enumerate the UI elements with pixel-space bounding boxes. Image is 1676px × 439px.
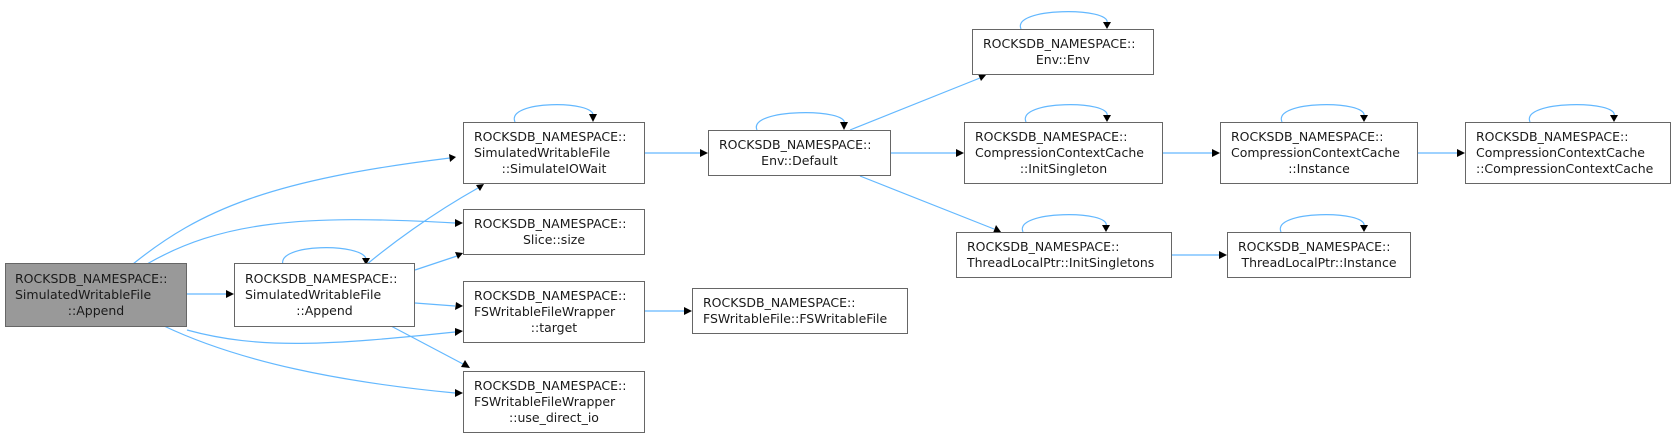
node-line: ROCKSDB_NAMESPACE::	[1231, 129, 1384, 144]
node-root-append: ROCKSDB_NAMESPACE:: SimulatedWritableFil…	[5, 263, 187, 327]
node-compressioncontextcache-instance[interactable]: ROCKSDB_NAMESPACE:: CompressionContextCa…	[1220, 122, 1418, 184]
self-loop-cc-instance	[1280, 104, 1368, 123]
edge-append-to-use-direct-io	[390, 325, 470, 368]
edge-root-to-use-direct-io	[163, 325, 463, 397]
node-env-default[interactable]: ROCKSDB_NAMESPACE:: Env::Default	[708, 130, 891, 176]
node-slice-size[interactable]: ROCKSDB_NAMESPACE:: Slice::size	[463, 209, 645, 255]
node-line: FSWritableFileWrapper	[474, 304, 616, 319]
node-line: ROCKSDB_NAMESPACE::	[719, 137, 872, 152]
node-line: SimulatedWritableFile	[15, 287, 152, 302]
node-compressioncontextcache-initsingleton[interactable]: ROCKSDB_NAMESPACE:: CompressionContextCa…	[964, 122, 1163, 184]
node-fswritablefilewrapper-target[interactable]: ROCKSDB_NAMESPACE:: FSWritableFileWrappe…	[463, 281, 645, 343]
node-line: Slice::size	[522, 232, 586, 247]
node-line: Env::Env	[1035, 52, 1091, 67]
node-line: ::target	[530, 320, 578, 335]
self-loop-tl-initsingletons	[1022, 214, 1110, 233]
node-threadlocalptr-instance[interactable]: ROCKSDB_NAMESPACE:: ThreadLocalPtr::Inst…	[1227, 232, 1411, 278]
self-loop-cc-initsingleton	[1024, 104, 1111, 123]
edge-root-to-simulate-io-wait	[132, 154, 456, 265]
edge-append-to-target	[414, 302, 463, 310]
node-line: ::InitSingleton	[1019, 161, 1108, 176]
node-line: ::Append	[296, 303, 353, 318]
self-loop-env-env	[1020, 11, 1111, 30]
node-line: ::CompressionContextCache	[1476, 161, 1654, 176]
self-loop-cc-ctor	[1529, 104, 1618, 123]
node-line: ROCKSDB_NAMESPACE::	[703, 295, 856, 310]
node-line: ROCKSDB_NAMESPACE::	[983, 36, 1136, 51]
edge-cc-initsingleton-to-cc-instance	[1163, 149, 1220, 157]
node-simulate-io-wait[interactable]: ROCKSDB_NAMESPACE:: SimulatedWritableFil…	[463, 122, 645, 184]
self-loop-env-default	[756, 112, 848, 131]
edge-env-default-to-tl-initsingletons	[859, 175, 1001, 233]
node-line: SimulatedWritableFile	[474, 145, 611, 160]
edge-root-to-append	[187, 290, 234, 298]
node-line: FSWritableFileWrapper	[474, 394, 616, 409]
node-line: ::SimulateIOWait	[501, 161, 607, 176]
edge-tl-initsingletons-to-tl-instance	[1172, 251, 1227, 259]
node-line: ROCKSDB_NAMESPACE::	[975, 129, 1128, 144]
node-line: CompressionContextCache	[1231, 145, 1400, 160]
edge-append-to-slice-size	[414, 252, 463, 271]
node-line: SimulatedWritableFile	[245, 287, 382, 302]
edge-target-to-fswritablefile	[645, 307, 692, 315]
edge-simulate-io-wait-to-env-default	[645, 149, 708, 157]
node-simulated-writable-file-append[interactable]: ROCKSDB_NAMESPACE:: SimulatedWritableFil…	[234, 263, 415, 327]
node-line: ::Append	[67, 303, 125, 318]
edge-env-default-to-cc-initsingleton	[891, 149, 964, 157]
self-loop-append	[282, 247, 370, 266]
self-loop-tl-instance	[1280, 214, 1368, 233]
node-threadlocalptr-initsingletons[interactable]: ROCKSDB_NAMESPACE:: ThreadLocalPtr::Init…	[956, 232, 1172, 278]
node-line: ThreadLocalPtr::InitSingletons	[967, 255, 1155, 270]
node-env-env[interactable]: ROCKSDB_NAMESPACE:: Env::Env	[972, 29, 1154, 75]
edge-env-default-to-env-env	[849, 74, 986, 131]
node-compressioncontextcache-ctor[interactable]: ROCKSDB_NAMESPACE:: CompressionContextCa…	[1465, 122, 1671, 184]
edge-root-to-target	[186, 328, 463, 344]
node-line: ROCKSDB_NAMESPACE::	[967, 239, 1120, 254]
edge-root-to-slice-size	[146, 219, 463, 265]
node-line: Env::Default	[761, 153, 838, 168]
node-line: ROCKSDB_NAMESPACE::	[474, 378, 627, 393]
node-line: ::Instance	[1288, 161, 1350, 176]
node-line: ThreadLocalPtr::Instance	[1241, 255, 1397, 270]
node-line: CompressionContextCache	[975, 145, 1144, 160]
node-line: ::use_direct_io	[509, 410, 599, 425]
node-line: ROCKSDB_NAMESPACE::	[474, 288, 627, 303]
self-loop-simulate-io-wait	[513, 104, 597, 123]
node-line: ROCKSDB_NAMESPACE::	[474, 129, 627, 144]
node-line: ROCKSDB_NAMESPACE::	[474, 216, 627, 231]
node-line: ROCKSDB_NAMESPACE::	[245, 271, 398, 286]
edge-cc-instance-to-cc-ctor	[1418, 149, 1465, 157]
node-line: ROCKSDB_NAMESPACE::	[15, 271, 168, 286]
node-fswritablefilewrapper-use-direct-io[interactable]: ROCKSDB_NAMESPACE:: FSWritableFileWrappe…	[463, 371, 645, 433]
node-fswritablefile-ctor[interactable]: ROCKSDB_NAMESPACE:: FSWritableFile::FSWr…	[692, 288, 908, 334]
node-line: ROCKSDB_NAMESPACE::	[1238, 239, 1391, 254]
node-line: ROCKSDB_NAMESPACE::	[1476, 129, 1629, 144]
node-line: FSWritableFile::FSWritableFile	[703, 311, 888, 326]
edge-append-to-simulate-io-wait	[365, 184, 484, 266]
node-line: CompressionContextCache	[1476, 145, 1645, 160]
